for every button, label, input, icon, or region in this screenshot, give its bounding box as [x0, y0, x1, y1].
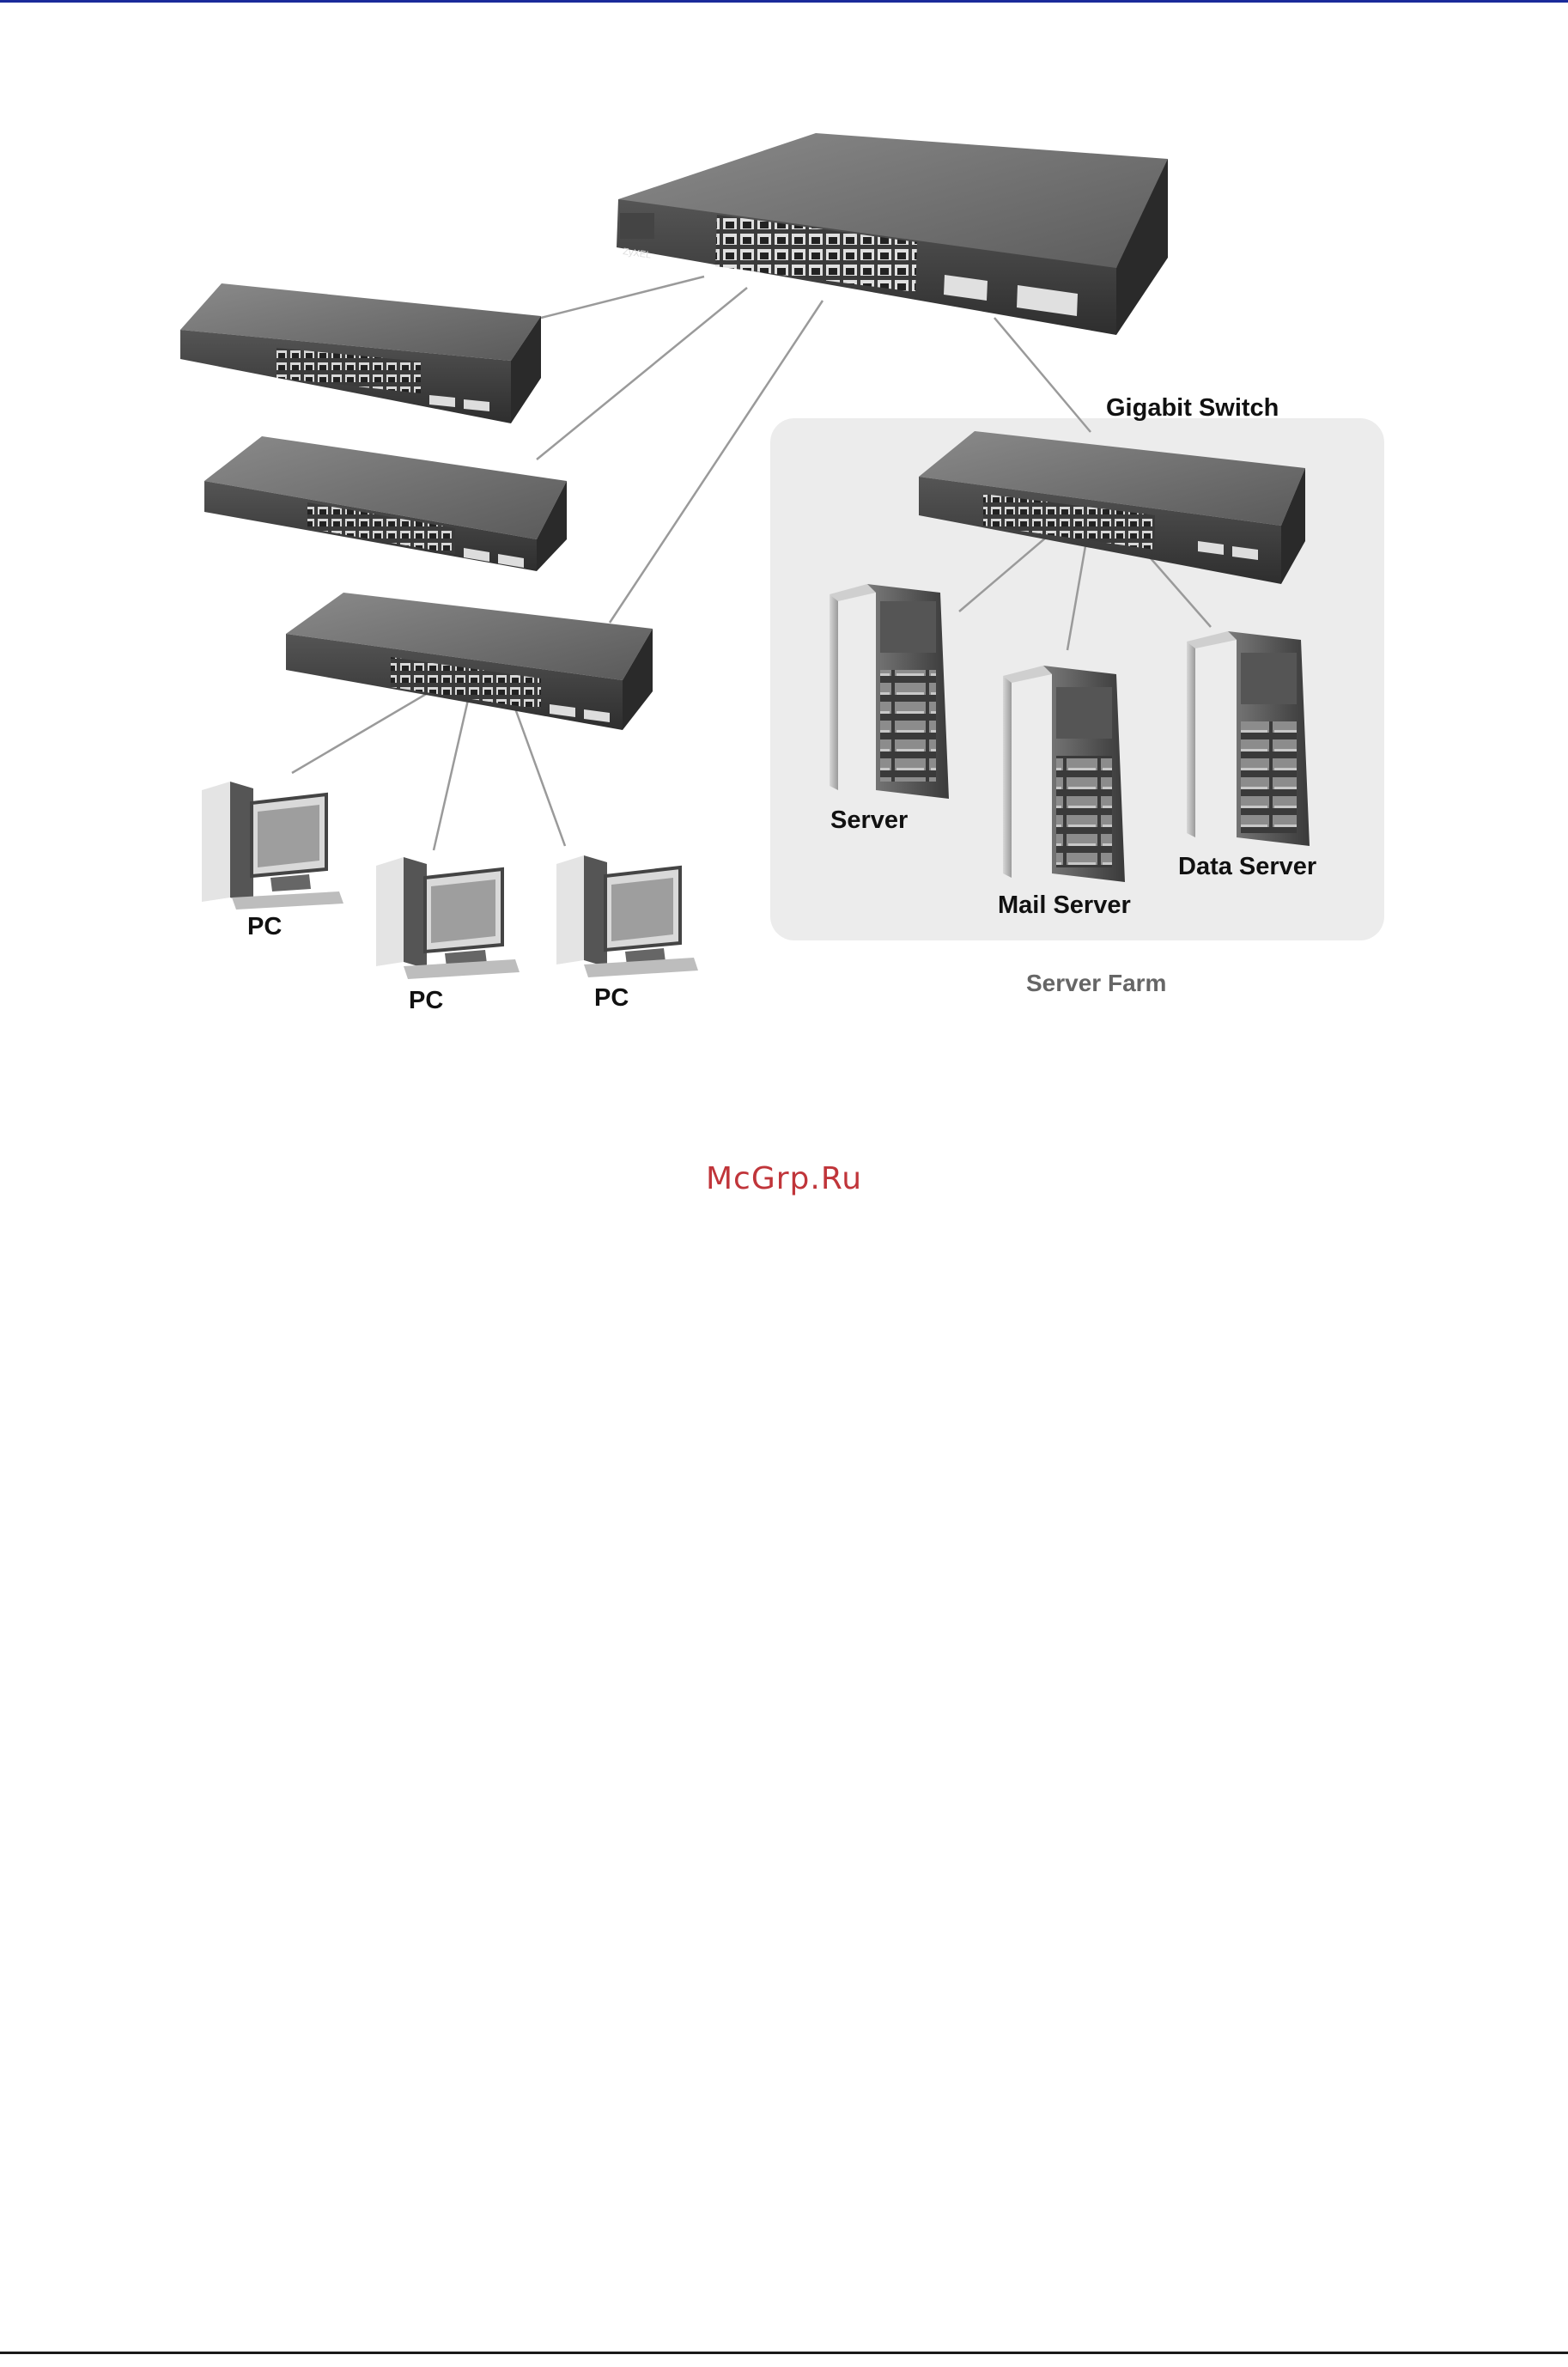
label-mail-server: Mail Server — [998, 891, 1131, 919]
label-pc-2: PC — [409, 987, 443, 1014]
cable-core-to-switch-1 — [541, 277, 704, 318]
network-diagram: ZyXEL — [0, 0, 1568, 1031]
cable-core-to-gigabit — [994, 318, 1091, 432]
cable-switch3-to-pc1 — [292, 687, 438, 773]
label-server: Server — [830, 806, 908, 834]
edge-switch-1 — [180, 283, 541, 423]
label-pc-1: PC — [247, 913, 282, 940]
label-data-server: Data Server — [1178, 853, 1316, 880]
pc-1 — [202, 782, 343, 910]
label-pc-3: PC — [594, 984, 629, 1012]
edge-switch-3 — [286, 593, 653, 730]
core-switch: ZyXEL — [617, 133, 1168, 335]
edge-switch-2 — [204, 436, 567, 571]
cable-switch3-to-pc3 — [515, 709, 565, 846]
label-server-farm: Server Farm — [1026, 970, 1166, 996]
label-gigabit-switch: Gigabit Switch — [1106, 394, 1279, 422]
watermark: McGrp.Ru — [0, 1161, 1568, 1196]
pc-3 — [556, 855, 698, 977]
bottom-rule — [0, 2352, 1568, 2354]
cable-core-to-switch-2 — [537, 288, 747, 459]
cable-switch3-to-pc2 — [434, 700, 468, 850]
pc-2 — [376, 857, 520, 979]
